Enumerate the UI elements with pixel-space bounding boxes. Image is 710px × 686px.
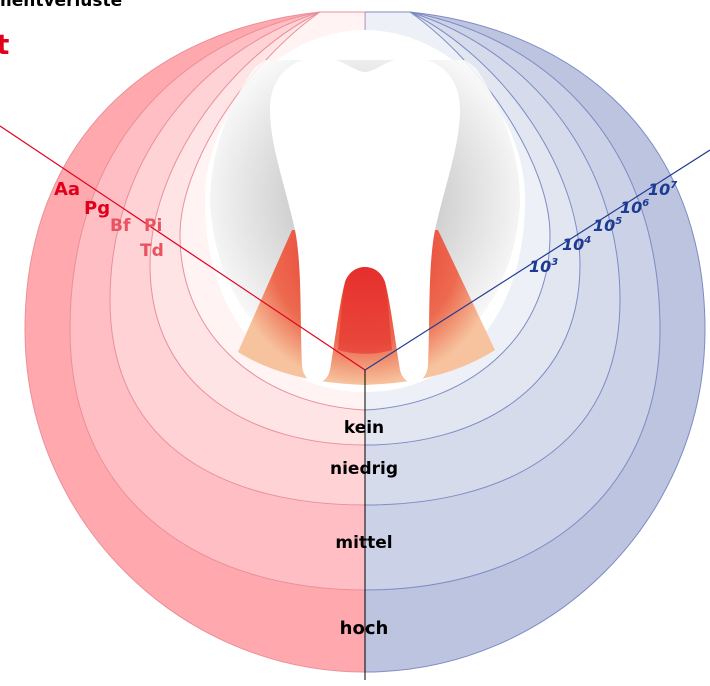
caption-fragment: mentverluste [0, 0, 122, 11]
bacteria-label-pi: Pi [144, 216, 162, 236]
bacteria-label-bf: Bf [110, 216, 131, 236]
level-label-kein: kein [344, 418, 384, 438]
level-label-niedrig: niedrig [330, 459, 398, 479]
bacteria-label-aa: Aa [54, 179, 80, 200]
title-fragment: t [0, 28, 9, 61]
bacteria-label-pg: Pg [84, 198, 110, 219]
level-label-mittel: mittel [335, 533, 392, 553]
tooth-root-gap [338, 267, 392, 354]
bacteria-label-td: Td [140, 241, 164, 261]
level-label-hoch: hoch [340, 618, 389, 639]
